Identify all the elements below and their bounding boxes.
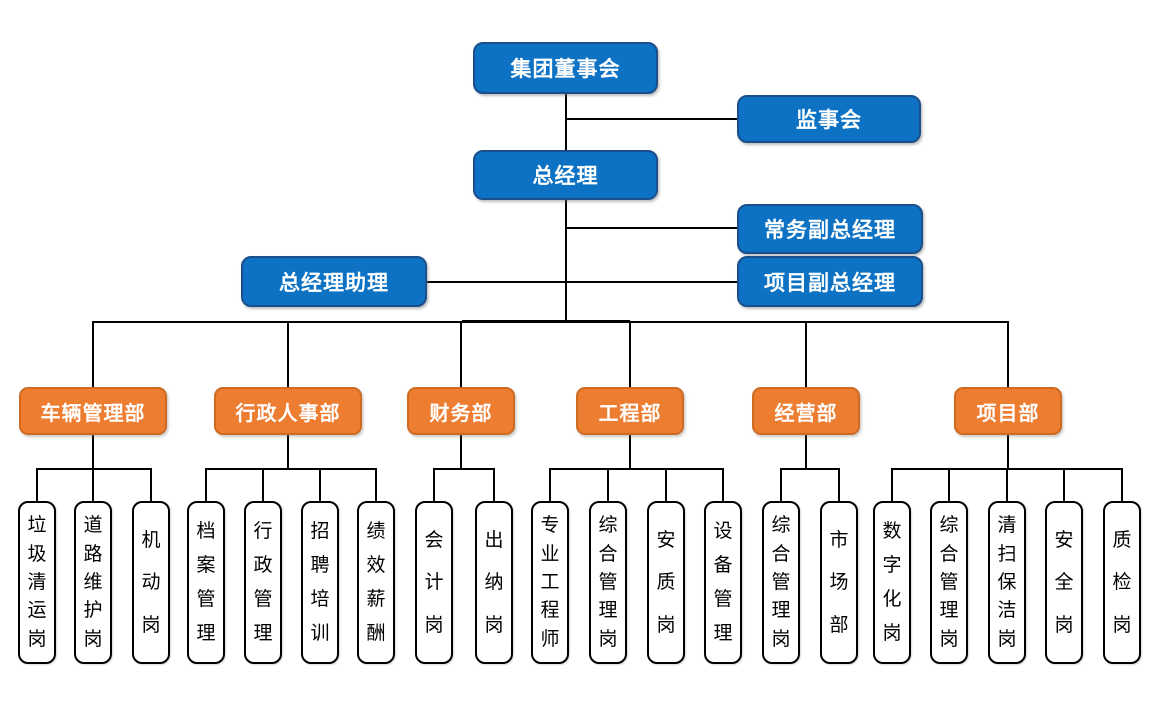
connector-line [262, 469, 264, 502]
dept-finance-node: 财务部 [407, 387, 515, 435]
connector-line [150, 469, 152, 502]
connector-line [92, 321, 94, 388]
connector-line [665, 469, 667, 502]
position-label: 招聘培训 [310, 521, 330, 644]
connector-line [205, 468, 377, 470]
project-deputy-gm-node: 项目副总经理 [737, 256, 923, 307]
connector-line [375, 469, 377, 502]
connector-line [549, 468, 724, 470]
dept-project-node: 项目部 [954, 387, 1062, 435]
position-node: 绩效薪酬 [357, 501, 395, 664]
connector-line [287, 321, 289, 388]
position-node: 道路维护岗 [74, 501, 112, 664]
position-label: 道路维护岗 [83, 515, 103, 650]
position-label: 清扫保洁岗 [997, 515, 1017, 650]
dept-vehicle-management-node: 车辆管理部 [19, 387, 167, 435]
position-label: 出纳岗 [484, 529, 504, 636]
connector-line [565, 93, 567, 323]
position-label: 档案管理 [196, 521, 216, 644]
position-node: 出纳岗 [475, 501, 513, 664]
position-node: 档案管理 [187, 501, 225, 664]
connector-line [433, 469, 435, 502]
connector-line [549, 469, 551, 502]
position-label: 垃圾清运岗 [27, 515, 47, 650]
connector-line [1121, 469, 1123, 502]
connector-line [493, 469, 495, 502]
position-label: 专业工程师 [540, 515, 560, 650]
position-label: 会计岗 [424, 529, 444, 636]
connector-line [780, 469, 782, 502]
connector-line [1063, 469, 1065, 502]
connector-line [566, 118, 737, 120]
position-label: 安全岗 [1054, 529, 1074, 636]
position-node: 质检岗 [1103, 501, 1141, 664]
connector-line [629, 433, 631, 470]
position-node: 综合管理岗 [589, 501, 627, 664]
board-of-directors-node: 集团董事会 [473, 42, 658, 94]
connector-line [460, 433, 462, 470]
position-node: 综合管理岗 [762, 501, 800, 664]
connector-line [433, 468, 495, 470]
position-node: 垃圾清运岗 [18, 501, 56, 664]
connector-line [805, 433, 807, 470]
connector-line [287, 433, 289, 470]
connector-line [891, 469, 893, 502]
connector-line [780, 468, 840, 470]
dept-admin-hr-node: 行政人事部 [214, 387, 362, 435]
position-label: 数字化岗 [882, 521, 902, 644]
connector-line [838, 469, 840, 502]
connector-line [427, 281, 566, 283]
connector-line [629, 321, 631, 388]
connector-line [1007, 433, 1009, 470]
position-label: 设备管理 [713, 521, 733, 644]
connector-line [92, 433, 94, 470]
connector-line [460, 321, 462, 388]
position-node: 设备管理 [704, 501, 742, 664]
connector-line [805, 321, 807, 388]
connector-line [1007, 321, 1009, 388]
position-node: 行政管理 [244, 501, 282, 664]
gm-assistant-node: 总经理助理 [241, 256, 427, 307]
connector-line [36, 469, 38, 502]
connector-line [566, 281, 737, 283]
position-node: 安质岗 [647, 501, 685, 664]
connector-line [566, 227, 737, 229]
supervisory-board-node: 监事会 [737, 95, 921, 143]
position-node: 数字化岗 [873, 501, 911, 664]
dept-operations-node: 经营部 [752, 387, 860, 435]
connector-line [607, 469, 609, 502]
connector-line [36, 468, 152, 470]
position-label: 综合管理岗 [598, 515, 618, 650]
position-label: 行政管理 [253, 521, 273, 644]
position-label: 机动岗 [141, 529, 161, 636]
connector-line [1006, 469, 1008, 502]
position-node: 市场部 [820, 501, 858, 664]
connector-line [722, 469, 724, 502]
position-label: 市场部 [829, 529, 849, 636]
position-label: 绩效薪酬 [366, 521, 386, 644]
position-node: 招聘培训 [301, 501, 339, 664]
position-node: 专业工程师 [531, 501, 569, 664]
general-manager-node: 总经理 [473, 150, 658, 200]
connector-line [319, 469, 321, 502]
connector-line [462, 320, 630, 323]
connector-line [205, 469, 207, 502]
position-label: 质检岗 [1112, 529, 1132, 636]
position-label: 综合管理岗 [771, 515, 791, 650]
connector-line [948, 469, 950, 502]
position-label: 综合管理岗 [939, 515, 959, 650]
position-node: 会计岗 [415, 501, 453, 664]
position-node: 综合管理岗 [930, 501, 968, 664]
dept-engineering-node: 工程部 [576, 387, 684, 435]
connector-line [92, 469, 94, 502]
position-node: 清扫保洁岗 [988, 501, 1026, 664]
executive-deputy-gm-node: 常务副总经理 [737, 204, 923, 254]
position-label: 安质岗 [656, 529, 676, 636]
position-node: 安全岗 [1045, 501, 1083, 664]
position-node: 机动岗 [132, 501, 170, 664]
